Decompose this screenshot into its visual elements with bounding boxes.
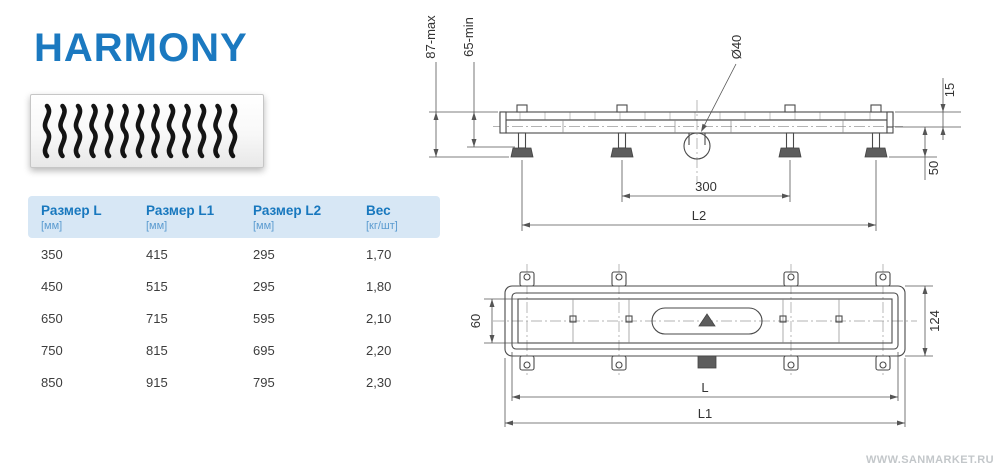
col-unit: [мм] (253, 220, 275, 232)
watermark: WWW.SANMARKET.RU (866, 454, 994, 466)
product-image (30, 94, 264, 168)
table-cell: 515 (146, 279, 168, 294)
table-cell: 750 (41, 343, 63, 358)
size-table: Размер L [мм] Размер L1 [мм] Размер L2 [… (28, 196, 440, 398)
table-cell: 850 (41, 375, 63, 390)
table-cell: 915 (146, 375, 168, 390)
col-unit: [мм] (41, 220, 63, 232)
table-cell: 415 (146, 247, 168, 262)
table-cell: 650 (41, 311, 63, 326)
col-label: Вес (366, 203, 391, 218)
table-cell: 450 (41, 279, 63, 294)
table-cell: 695 (253, 343, 275, 358)
table-row: 750 815 695 2,20 (28, 334, 440, 366)
support-bracket (610, 104, 634, 158)
mounting-tab (875, 271, 891, 371)
table-header-row: Размер L [мм] Размер L1 [мм] Размер L2 [… (28, 196, 440, 238)
col-header-weight: Вес [кг/шт] (353, 196, 440, 238)
drain-outlet (683, 132, 711, 160)
dim-height-max: 87-max (423, 15, 438, 59)
table-cell: 2,10 (366, 311, 392, 326)
table-cell: 2,20 (366, 343, 392, 358)
table-row: 650 715 595 2,10 (28, 302, 440, 334)
mounting-tab (519, 271, 535, 371)
table-cell: 1,70 (366, 247, 392, 262)
dim-inner-width: 60 (468, 314, 483, 328)
table-cell: 715 (146, 311, 168, 326)
support-bracket (778, 104, 802, 158)
col-unit: [мм] (146, 220, 168, 232)
mounting-tab (611, 271, 627, 371)
col-label: Размер L2 (253, 203, 322, 218)
table-cell: 1,80 (366, 279, 392, 294)
table-cell: 2,30 (366, 375, 392, 390)
dim-length-l1: L1 (698, 406, 712, 421)
col-label: Размер L (41, 203, 102, 218)
table-row: 350 415 295 1,70 (28, 238, 440, 270)
dim-foot-height: 50 (926, 161, 941, 175)
col-header-size-l2: Размер L2 [мм] (240, 196, 353, 238)
col-unit: [кг/шт] (366, 220, 398, 232)
grate-wave-pattern-icon (37, 100, 257, 162)
technical-drawing: 87-max 65-min Ø40 15 50 300 (423, 15, 961, 427)
dim-outer-width: 124 (927, 310, 942, 332)
mounting-tab (783, 271, 799, 371)
outlet-marker (697, 355, 717, 369)
col-header-size-l: Размер L [мм] (28, 196, 133, 238)
dim-outlet-span: 300 (695, 179, 717, 194)
table-cell: 815 (146, 343, 168, 358)
col-label: Размер L1 (146, 203, 215, 218)
table-cell: 295 (253, 247, 275, 262)
table-row: 850 915 795 2,30 (28, 366, 440, 398)
dim-edge-height: 15 (942, 83, 957, 97)
product-title: HARMONY (34, 26, 248, 70)
top-view: 60 124 L L1 (468, 264, 942, 427)
col-header-size-l1: Размер L1 [мм] (133, 196, 240, 238)
side-view: 87-max 65-min Ø40 15 50 300 (423, 15, 961, 231)
dim-length-l: L (701, 380, 708, 395)
support-bracket (510, 104, 534, 158)
table-cell: 350 (41, 247, 63, 262)
table-cell: 595 (253, 311, 275, 326)
dim-length-l2: L2 (692, 208, 706, 223)
center-marker-icon (698, 313, 716, 327)
table-cell: 295 (253, 279, 275, 294)
table-row: 450 515 295 1,80 (28, 270, 440, 302)
dim-diameter: Ø40 (729, 35, 744, 60)
dim-height-min: 65-min (461, 17, 476, 57)
table-cell: 795 (253, 375, 275, 390)
support-bracket (864, 104, 888, 158)
